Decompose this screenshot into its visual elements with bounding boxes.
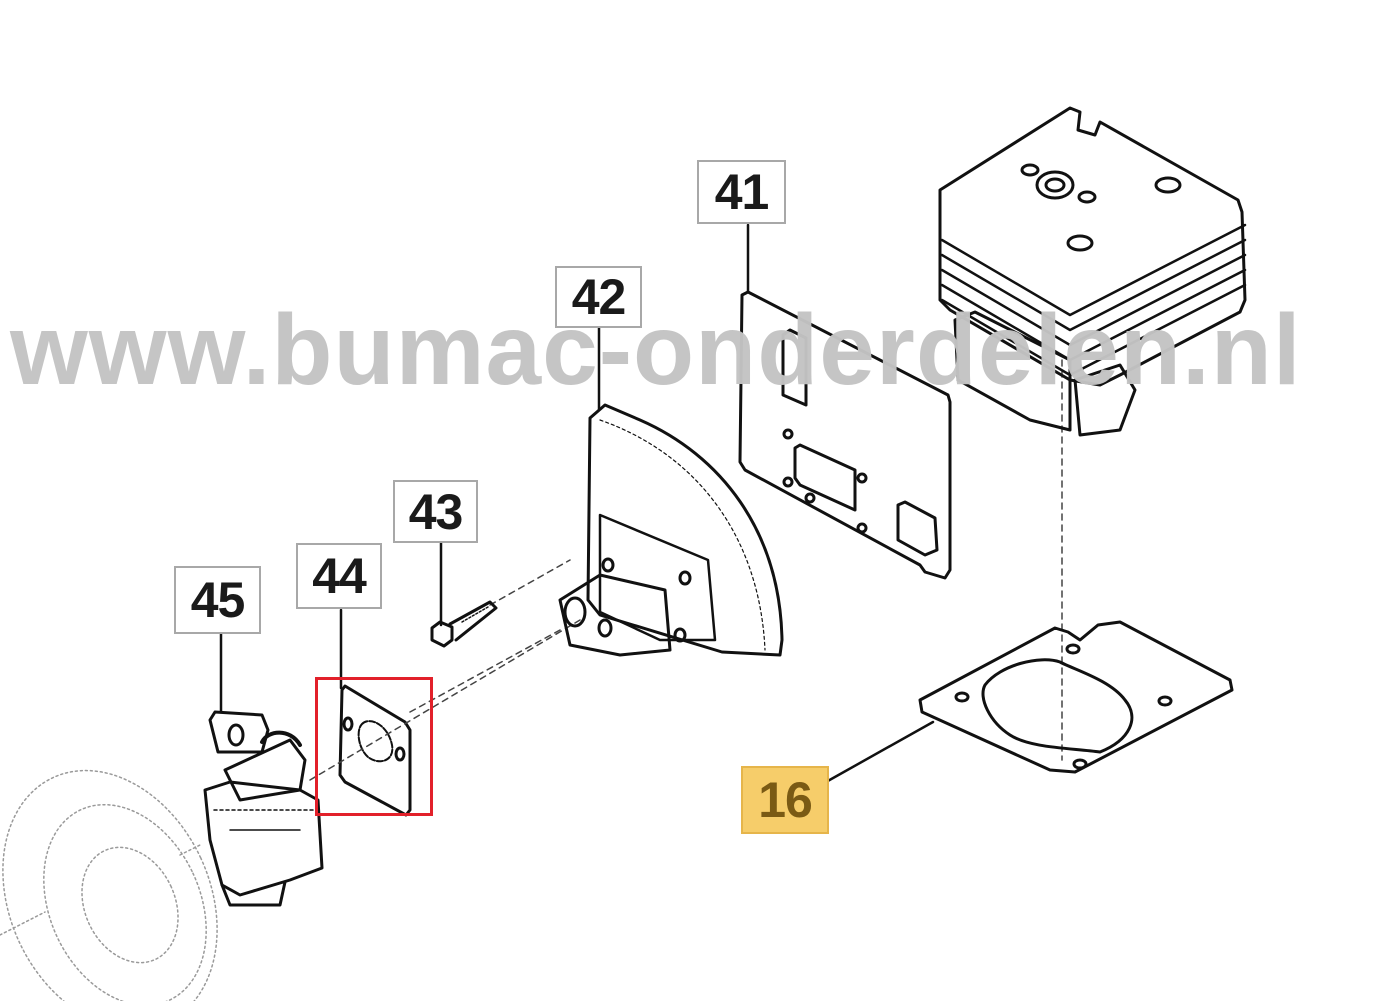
heat-shield-drawing — [558, 403, 784, 657]
carburetor-gasket-drawing — [338, 684, 412, 817]
callout-41-label: 41 — [714, 164, 770, 220]
callout-16-highlighted[interactable]: 16 — [741, 766, 829, 834]
callout-43-label: 43 — [408, 483, 464, 540]
carburetor-drawing — [203, 710, 324, 907]
callout-45-label: 45 — [190, 572, 246, 628]
callout-16-label: 16 — [758, 772, 813, 828]
leader-lines — [219, 223, 935, 784]
callout-42[interactable]: 42 — [555, 266, 642, 328]
callout-44[interactable]: 44 — [296, 543, 382, 609]
callout-42-label: 42 — [571, 269, 627, 325]
base-gasket-drawing — [918, 620, 1234, 774]
selected-part-highlight — [315, 677, 433, 816]
callout-41[interactable]: 41 — [697, 160, 786, 224]
gasket-plate-drawing — [738, 290, 952, 580]
callout-45[interactable]: 45 — [174, 566, 261, 634]
cylinder-drawing — [938, 106, 1247, 437]
callout-44-label: 44 — [312, 548, 367, 604]
callout-43[interactable]: 43 — [393, 480, 478, 543]
flywheel-outline — [0, 769, 218, 1001]
